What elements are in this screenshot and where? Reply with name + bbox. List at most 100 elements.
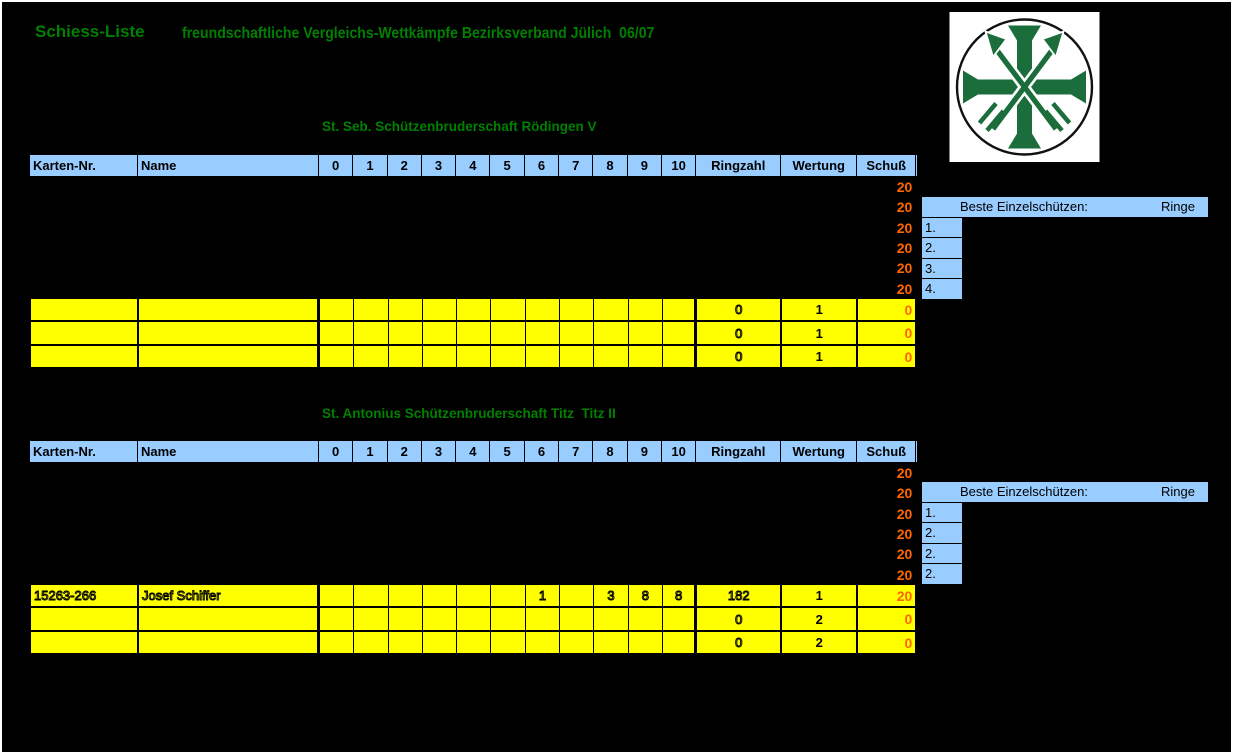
cell-name	[139, 608, 320, 630]
shot-count-cell: 20	[856, 503, 916, 524]
pending-row: 20	[29, 564, 918, 585]
cell-hit	[457, 345, 492, 368]
result-row: 0 2 0	[29, 631, 918, 657]
cell-karten	[31, 298, 139, 321]
cell-hit: 8	[662, 584, 698, 607]
cell-hit	[525, 608, 561, 630]
rank-cell: 2.	[922, 238, 962, 259]
cell-hit	[354, 631, 389, 654]
col-wertung: Wertung	[781, 441, 858, 462]
cell-hit	[560, 322, 595, 344]
cell-ringzahl: 0	[697, 631, 783, 654]
cell-hit	[320, 631, 355, 654]
col-ringzahl: Ringzahl	[696, 441, 782, 462]
col-ring-4: 4	[456, 441, 491, 462]
cell-hit	[560, 608, 595, 630]
cell-hit	[594, 631, 629, 654]
cell-hit: 8	[628, 584, 663, 607]
col-ring-7: 7	[559, 441, 594, 462]
cell-hit	[594, 608, 629, 630]
col-ring-8: 8	[593, 155, 628, 176]
pending-row: 20	[29, 197, 918, 218]
rank-cell: 3.	[922, 258, 962, 279]
cell-hit	[354, 345, 389, 368]
cell-hit	[320, 584, 355, 607]
cell-hit: 3	[594, 584, 629, 607]
cell-hit	[525, 631, 561, 654]
cell-schuss: 0	[858, 345, 918, 368]
best-shooters-header: Beste Einzelschützen: Ringe	[922, 197, 1208, 218]
pending-row: 20	[29, 258, 918, 279]
col-ring-10: 10	[661, 441, 697, 462]
col-name: Name	[138, 441, 319, 462]
shot-count-cell: 20	[856, 217, 916, 238]
cell-hit	[320, 608, 355, 630]
ringe-column-label: Ringe	[1161, 199, 1195, 215]
cell-karten	[31, 631, 139, 654]
cell-name	[139, 345, 320, 368]
col-karten-label: Karten-Nr.	[33, 158, 96, 173]
cell-hit	[388, 345, 423, 368]
cell-hit	[628, 631, 663, 654]
col-ring-0: 0	[319, 441, 354, 462]
cell-hit	[662, 608, 698, 630]
cell-hit	[354, 298, 389, 321]
cell-name: Josef Schiffer	[139, 584, 320, 607]
cell-hit	[594, 322, 629, 344]
cell-hit	[388, 608, 423, 630]
rank-cell: 2.	[922, 564, 962, 585]
cell-hit	[354, 584, 389, 607]
cell-hit	[525, 298, 561, 321]
col-ring-2: 2	[387, 441, 422, 462]
cell-hit	[662, 298, 698, 321]
cell-hit	[457, 322, 492, 344]
shot-count-cell: 20	[856, 237, 916, 259]
result-row: 0 1 0	[29, 345, 918, 371]
shot-count-cell: 20	[856, 564, 916, 585]
cell-hit	[320, 298, 355, 321]
cell-hit	[628, 608, 663, 630]
cell-hit	[628, 298, 663, 321]
col-ring-6: 6	[524, 441, 560, 462]
cell-wertung: 2	[782, 608, 859, 630]
pending-row: 20	[29, 463, 918, 484]
team-name: St. Seb. Schützenbruderschaft Rödingen V	[322, 119, 597, 134]
cell-karten	[31, 322, 139, 344]
col-wertung: Wertung	[781, 155, 858, 176]
cell-hit	[560, 584, 595, 607]
cell-ringzahl: 0	[697, 345, 783, 368]
pending-row: 20	[29, 503, 918, 524]
cell-hit	[354, 608, 389, 630]
cell-karten: 15263-266	[31, 584, 139, 607]
col-ring-9: 9	[627, 441, 662, 462]
cell-schuss: 0	[858, 608, 918, 630]
rank-cell: 1.	[922, 217, 962, 238]
cell-wertung: 1	[782, 298, 859, 321]
pending-row: 20	[29, 523, 918, 545]
table-header-row: Karten-Nr. Name 0 1 2 3 4 5 6 7 8 9 10 R…	[29, 440, 918, 463]
result-row: 0 1 0	[29, 298, 918, 323]
cell-hit	[491, 322, 526, 344]
cell-karten	[31, 608, 139, 630]
cell-karten	[31, 345, 139, 368]
col-ring-5: 5	[490, 441, 525, 462]
cell-hit	[662, 631, 698, 654]
col-ring-6: 6	[524, 155, 560, 176]
cell-hit	[354, 322, 389, 344]
cell-ringzahl: 0	[697, 298, 783, 321]
best-shooters-panel: Beste Einzelschützen: Ringe 1. 2. 3. 4.	[922, 197, 1208, 300]
best-shooters-label: Beste Einzelschützen:	[960, 484, 1088, 500]
result-row: 15263-266 Josef Schiffer 1 3 8 8 182 1 2…	[29, 584, 918, 609]
result-row: 0 1 0	[29, 322, 918, 346]
cell-hit	[628, 345, 663, 368]
cell-schuss: 0	[858, 322, 918, 344]
cell-hit	[422, 631, 458, 654]
best-shooters-panel: Beste Einzelschützen: Ringe 1. 2. 2. 2.	[922, 482, 1208, 585]
cell-ringzahl: 182	[697, 584, 783, 607]
shot-count-cell: 20	[856, 197, 916, 218]
cell-name	[139, 322, 320, 344]
cell-wertung: 1	[782, 322, 859, 344]
team-name: St. Antonius Schützenbruderschaft Titz T…	[322, 406, 616, 421]
cell-hit: 1	[525, 584, 561, 607]
